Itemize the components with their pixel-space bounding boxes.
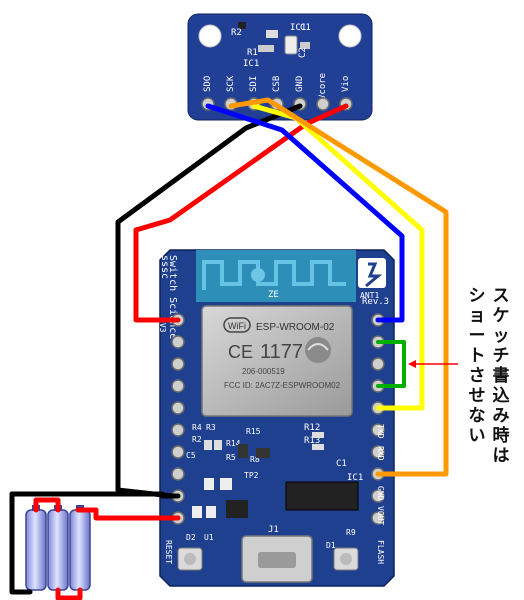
label-r12: R12 xyxy=(304,423,320,433)
label-r2: R2 xyxy=(192,435,202,444)
right-label-txd: TXD xyxy=(376,424,385,439)
sensor-label-r2: R2 xyxy=(231,28,242,38)
note-line-2: シ ョ ー ト さ せ な い xyxy=(468,286,486,446)
brand-logo-text: sssc xyxy=(159,255,170,279)
wire-green-jumper xyxy=(376,340,406,388)
wire-red-battery-link xyxy=(33,497,61,513)
antenna-label-ant1: ANT1 xyxy=(360,291,379,300)
wire-black-battery xyxy=(9,491,181,499)
sensor-label-c2: C2 xyxy=(298,47,308,58)
right-label-flash: FLASH xyxy=(376,540,385,564)
note-line-1: ス ケ ッ チ 書 込 み 時 は xyxy=(492,286,510,466)
annotation-arrowhead-icon xyxy=(408,360,416,368)
module-r-number: 206-000519 xyxy=(242,367,285,376)
wire-blue-sdo xyxy=(205,103,405,323)
wire-red-vio xyxy=(133,103,349,323)
label-r8: R8 xyxy=(250,455,260,464)
battery-3 xyxy=(69,509,91,591)
label-r13: R13 xyxy=(304,436,320,446)
wire-orange-sck xyxy=(228,97,449,477)
label-c5: C5 xyxy=(186,451,196,460)
wire-red-battery-bottom xyxy=(55,587,83,600)
wire-red-battery xyxy=(75,507,181,521)
label-r14: R14 xyxy=(226,439,241,448)
battery-1 xyxy=(25,509,47,591)
sensor-pin-label-gnd: GND xyxy=(295,76,305,92)
label-r9: R9 xyxy=(346,528,356,537)
esp-board: ZE ANT1 Rev.3 Switch Science sssc WiFi E… xyxy=(158,249,395,587)
label-r4: R4 xyxy=(192,423,202,432)
wifi-logo-icon xyxy=(223,317,251,333)
sensor-pin-label-sdi: SDI xyxy=(249,76,259,92)
sensor-label-r1: R1 xyxy=(247,48,258,58)
brand-text: Switch Science xyxy=(167,255,178,339)
battery-2 xyxy=(47,509,69,591)
label-u1: U1 xyxy=(204,533,214,542)
label-j1: J1 xyxy=(268,525,279,535)
battery-pack xyxy=(25,505,91,591)
left-pin-label: 3V3 xyxy=(158,318,167,333)
label-ic1: IC1 xyxy=(347,473,363,483)
module-ce-mark: CE xyxy=(228,342,253,362)
module-model: ESP-WROOM-02 xyxy=(256,322,335,333)
label-r3: R3 xyxy=(206,423,216,432)
sensor-label-ic1: IC1 xyxy=(243,59,259,69)
sensor-chip xyxy=(284,35,298,55)
antenna-label-ze: ZE xyxy=(268,290,279,300)
mount-hole-right xyxy=(338,24,362,48)
sensor-pin-label-sck: SCK xyxy=(226,75,236,92)
right-label-rxd: RXD xyxy=(376,446,385,461)
module-wifi: WiFi xyxy=(228,321,246,331)
board-rev: Rev.3 xyxy=(362,297,389,307)
esp-wroom-02-module xyxy=(201,305,353,417)
module-ce-number: 1177 xyxy=(260,341,303,363)
espressif-logo-icon xyxy=(305,337,331,363)
right-label-vout: VOUT xyxy=(376,506,385,525)
label-reset: RESET xyxy=(164,540,173,564)
wire-black-battery-down xyxy=(9,491,33,595)
label-tp2: TP2 xyxy=(244,471,259,480)
left-pin-labels: 3V3 xyxy=(158,318,167,333)
right-label-gnd: GND xyxy=(376,486,385,501)
usb-serial-ic xyxy=(285,481,359,511)
module-fcc: FCC ID: 2AC7Z-ESPWROOM02 xyxy=(224,381,341,390)
sensor-label-ic1-top: IC1 xyxy=(290,23,306,33)
mount-hole-left xyxy=(198,24,222,48)
label-d2: D2 xyxy=(186,533,196,542)
sensor-pin-label-vcore: Vcore xyxy=(318,73,328,100)
label-r5: R5 xyxy=(226,453,236,462)
sensor-pin-label-vio: Vio xyxy=(341,76,351,92)
label-c1: C1 xyxy=(336,459,347,469)
sensor-label-c1: C1 xyxy=(300,23,311,33)
wire-yellow-sdi xyxy=(251,103,425,411)
label-r15: R15 xyxy=(246,427,261,436)
smd-components xyxy=(192,432,324,518)
label-d1: D1 xyxy=(326,541,336,550)
sensor-pin-label-sdo: SDO xyxy=(203,76,213,92)
sensor-pin-label-csb: CSB xyxy=(272,76,282,92)
